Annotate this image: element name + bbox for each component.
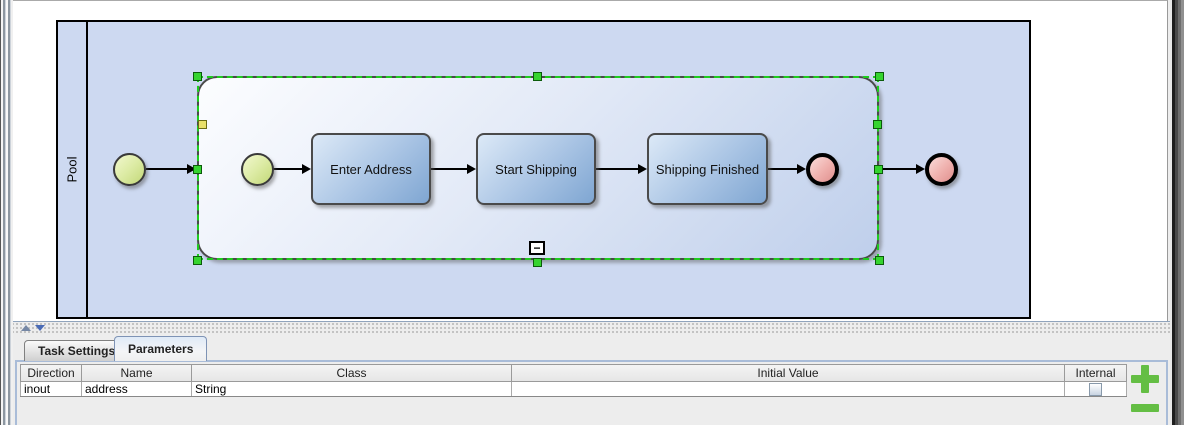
remove-parameter-button[interactable] bbox=[1130, 401, 1160, 415]
tab-label: Task Settings bbox=[38, 344, 116, 358]
resize-handle-bottom-right[interactable] bbox=[875, 256, 884, 265]
flow-line bbox=[881, 168, 916, 170]
port-handle-left-yellow[interactable] bbox=[198, 120, 207, 129]
table-button-column bbox=[1127, 362, 1166, 425]
split-pane-divider[interactable] bbox=[13, 322, 1170, 334]
start-event-outer[interactable] bbox=[113, 153, 146, 186]
pool-label-lane: Pool bbox=[58, 22, 88, 317]
flow-line bbox=[146, 168, 187, 170]
divider-line bbox=[13, 321, 1170, 322]
end-event-outer[interactable] bbox=[925, 153, 958, 186]
resize-handle-bottom-middle[interactable] bbox=[533, 258, 542, 267]
port-handle-right[interactable] bbox=[873, 120, 882, 129]
resize-handle-bottom-left[interactable] bbox=[193, 256, 202, 265]
cell-direction[interactable]: inout bbox=[20, 382, 82, 396]
parameters-table: Direction Name Class Initial Value Inter… bbox=[20, 364, 1127, 397]
tab-task-settings[interactable]: Task Settings bbox=[24, 340, 130, 361]
diagram-canvas[interactable]: Pool bbox=[13, 0, 1168, 321]
cell-class[interactable]: String bbox=[192, 382, 512, 396]
pool-label: Pool bbox=[64, 156, 80, 183]
task-label: Start Shipping bbox=[495, 161, 577, 177]
arrowhead-icon bbox=[638, 164, 647, 174]
arrowhead-icon bbox=[302, 164, 311, 174]
column-header-class[interactable]: Class bbox=[192, 364, 512, 382]
end-event-inner[interactable] bbox=[806, 153, 839, 186]
window-right-frame bbox=[1170, 0, 1184, 425]
flow-line bbox=[431, 168, 467, 170]
flow-line bbox=[768, 168, 797, 170]
minus-icon bbox=[1131, 404, 1159, 412]
flow-line bbox=[596, 168, 638, 170]
column-header-internal[interactable]: Internal bbox=[1065, 364, 1127, 382]
tab-parameters[interactable]: Parameters bbox=[114, 336, 208, 361]
resize-handle-top-middle[interactable] bbox=[533, 72, 542, 81]
resize-handle-middle-right[interactable] bbox=[874, 165, 883, 174]
minus-icon: − bbox=[533, 241, 541, 255]
parameters-panel: Direction Name Class Initial Value Inter… bbox=[15, 360, 1168, 425]
subprocess-collapse-button[interactable]: − bbox=[529, 241, 545, 255]
start-event-inner[interactable] bbox=[241, 153, 274, 186]
triangle-up-icon[interactable] bbox=[21, 325, 31, 331]
task-label: Shipping Finished bbox=[655, 161, 760, 177]
column-header-direction[interactable]: Direction bbox=[20, 364, 82, 382]
column-header-initial-value[interactable]: Initial Value bbox=[512, 364, 1065, 382]
arrowhead-icon bbox=[187, 164, 196, 174]
arrowhead-icon bbox=[797, 164, 806, 174]
arrowhead-icon bbox=[916, 164, 925, 174]
task-start-shipping[interactable]: Start Shipping bbox=[476, 133, 596, 205]
table-row[interactable]: inout address String bbox=[20, 382, 1127, 397]
add-parameter-button[interactable] bbox=[1130, 364, 1160, 394]
resize-handle-top-left[interactable] bbox=[193, 72, 202, 81]
internal-checkbox[interactable] bbox=[1089, 382, 1102, 396]
task-label: Enter Address bbox=[330, 161, 412, 177]
column-header-name[interactable]: Name bbox=[82, 364, 192, 382]
task-enter-address[interactable]: Enter Address bbox=[311, 133, 431, 205]
cell-name[interactable]: address bbox=[82, 382, 192, 396]
table-header-row: Direction Name Class Initial Value Inter… bbox=[20, 364, 1127, 382]
resize-handle-middle-left[interactable] bbox=[193, 165, 202, 174]
flow-line bbox=[273, 168, 302, 170]
arrowhead-icon bbox=[467, 164, 476, 174]
resize-handle-top-right[interactable] bbox=[875, 72, 884, 81]
cell-initial-value[interactable] bbox=[512, 382, 1065, 396]
cell-internal bbox=[1065, 382, 1127, 396]
tab-label: Parameters bbox=[128, 342, 194, 356]
window-left-frame bbox=[0, 0, 13, 425]
triangle-down-icon[interactable] bbox=[35, 325, 45, 331]
task-shipping-finished[interactable]: Shipping Finished bbox=[647, 133, 768, 205]
